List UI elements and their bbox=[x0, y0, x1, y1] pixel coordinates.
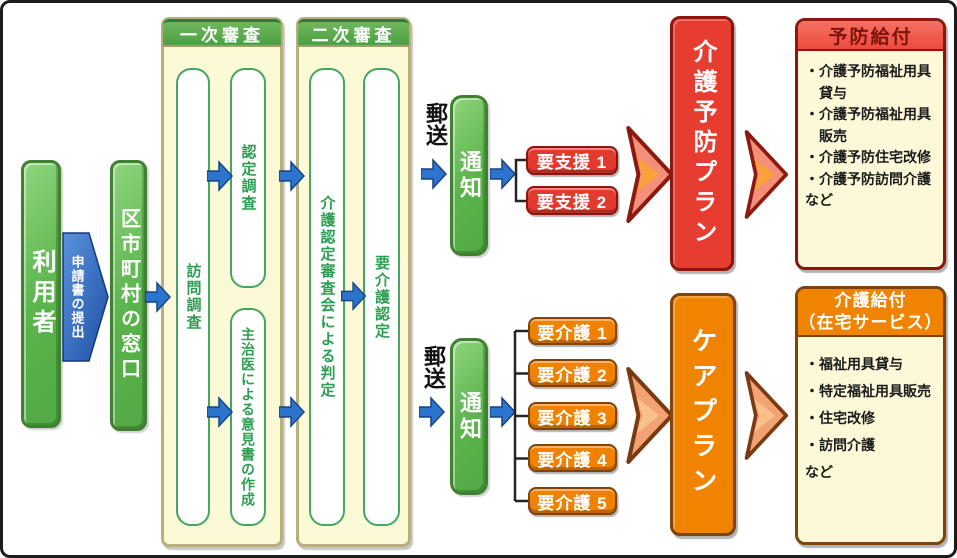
benefit-item: ・住宅改修 bbox=[805, 410, 875, 426]
branch-bracket bbox=[513, 158, 529, 203]
care-benefit-header: 介護給付 （在宅サービス） bbox=[798, 289, 943, 337]
municipal-office-box: 区市町村の窓口 bbox=[110, 160, 147, 431]
application-label: 申請書の提出 bbox=[69, 255, 85, 339]
prevention-plan-label: 介護予防プラン bbox=[689, 38, 716, 249]
right-arrow-icon bbox=[145, 279, 171, 315]
prevention-benefit-panel: 予防給付 ・介護予防福祉用具 貸与 ・介護予防福祉用具 販売 ・介護予防住宅改修… bbox=[795, 18, 946, 270]
primary-review-header: 一次審査 bbox=[163, 19, 281, 47]
benefit-item: ・介護予防訪問介護 bbox=[805, 170, 931, 187]
benefit-item: ・介護予防福祉用具 販売 bbox=[805, 106, 931, 144]
notice-label-bottom: 通知 bbox=[457, 390, 482, 443]
benefit-item: ・訪問介護 bbox=[805, 437, 875, 453]
benefit-item: ・特定福祉用具販売 bbox=[805, 383, 931, 399]
municipal-office-label: 区市町村の窓口 bbox=[117, 208, 140, 383]
application-submit-arrow: 申請書の提出 bbox=[62, 232, 109, 362]
benefit-item: など bbox=[805, 464, 833, 480]
review-board-label: 介護認定審査会による判定 bbox=[318, 195, 336, 399]
care-plan-box: ケアプラン bbox=[670, 293, 736, 536]
care-level-1-pill: 要介護 1 bbox=[528, 317, 617, 345]
secondary-review-title: 二次審査 bbox=[311, 26, 396, 45]
care-benefit-list: ・福祉用具貸与 ・特定福祉用具販売 ・住宅改修 ・訪問介護 など bbox=[805, 351, 940, 486]
notice-label-top: 通知 bbox=[457, 149, 482, 202]
benefit-item: ・介護予防福祉用具 貸与 bbox=[805, 63, 931, 101]
right-arrow-icon bbox=[62, 232, 109, 362]
secondary-review-panel: 二次審査 介護認定審査会による判定 要介護認定 bbox=[296, 17, 411, 547]
right-arrow-icon bbox=[341, 279, 367, 313]
care-certification-label: 要介護認定 bbox=[373, 254, 390, 340]
care-level-5-pill: 要介護 5 bbox=[528, 487, 617, 515]
care-benefit-title: 介護給付 （在宅サービス） bbox=[798, 290, 943, 332]
right-arrow-icon bbox=[490, 156, 516, 192]
right-arrow-icon bbox=[419, 394, 445, 430]
benefit-item: ・介護予防住宅改修 bbox=[805, 149, 931, 165]
block-arrow-icon bbox=[622, 365, 675, 466]
right-arrow-icon bbox=[207, 158, 233, 194]
support-level-2-pill: 要支援 2 bbox=[526, 186, 618, 215]
mail-label-bottom: 郵送 bbox=[421, 345, 446, 389]
branch-bracket bbox=[512, 329, 529, 503]
user-label: 利用者 bbox=[28, 249, 55, 339]
user-box: 利用者 bbox=[21, 160, 61, 428]
right-arrow-icon bbox=[207, 394, 233, 430]
doctor-opinion-label: 主治医による意見書の作成 bbox=[240, 327, 256, 507]
secondary-review-header: 二次審査 bbox=[298, 19, 409, 47]
mail-label-top: 郵送 bbox=[423, 102, 448, 146]
prevention-benefit-title: 予防給付 bbox=[828, 26, 913, 48]
right-arrow-icon bbox=[421, 156, 447, 192]
prevention-plan-box: 介護予防プラン bbox=[670, 16, 734, 271]
prevention-benefit-header: 予防給付 bbox=[798, 21, 943, 51]
block-arrow-icon bbox=[741, 365, 789, 466]
care-plan-label: ケアプラン bbox=[688, 327, 718, 502]
notice-box-bottom: 通知 bbox=[450, 338, 488, 495]
support-level-1-pill: 要支援 1 bbox=[526, 146, 618, 175]
block-arrow-icon bbox=[741, 124, 789, 225]
care-level-4-pill: 要介護 4 bbox=[528, 444, 617, 472]
visit-survey-box: 訪問調査 bbox=[176, 68, 210, 526]
doctor-opinion-box: 主治医による意見書の作成 bbox=[230, 308, 266, 526]
prevention-benefit-list: ・介護予防福祉用具 貸与 ・介護予防福祉用具 販売 ・介護予防住宅改修 ・介護予… bbox=[805, 61, 940, 212]
right-arrow-icon bbox=[279, 394, 305, 430]
visit-survey-label: 訪問調査 bbox=[184, 263, 202, 331]
primary-review-panel: 一次審査 訪問調査 認定調査 主治医による意見書の作成 bbox=[161, 17, 283, 547]
benefit-item: ・福祉用具貸与 bbox=[805, 356, 903, 372]
review-board-box: 介護認定審査会による判定 bbox=[309, 68, 345, 526]
care-certification-box: 要介護認定 bbox=[363, 68, 400, 526]
certification-survey-label: 認定調査 bbox=[239, 144, 257, 212]
right-arrow-icon bbox=[279, 158, 305, 194]
notice-box-top: 通知 bbox=[450, 95, 488, 256]
care-benefit-panel: 介護給付 （在宅サービス） ・福祉用具貸与 ・特定福祉用具販売 ・住宅改修 ・訪… bbox=[795, 286, 946, 545]
care-level-3-pill: 要介護 3 bbox=[528, 402, 617, 430]
care-level-2-pill: 要介護 2 bbox=[528, 359, 617, 387]
right-arrow-icon bbox=[490, 394, 516, 430]
benefit-item: など bbox=[805, 192, 833, 208]
primary-review-title: 一次審査 bbox=[180, 26, 264, 45]
certification-survey-box: 認定調査 bbox=[230, 68, 266, 288]
block-arrow-icon bbox=[622, 124, 675, 225]
